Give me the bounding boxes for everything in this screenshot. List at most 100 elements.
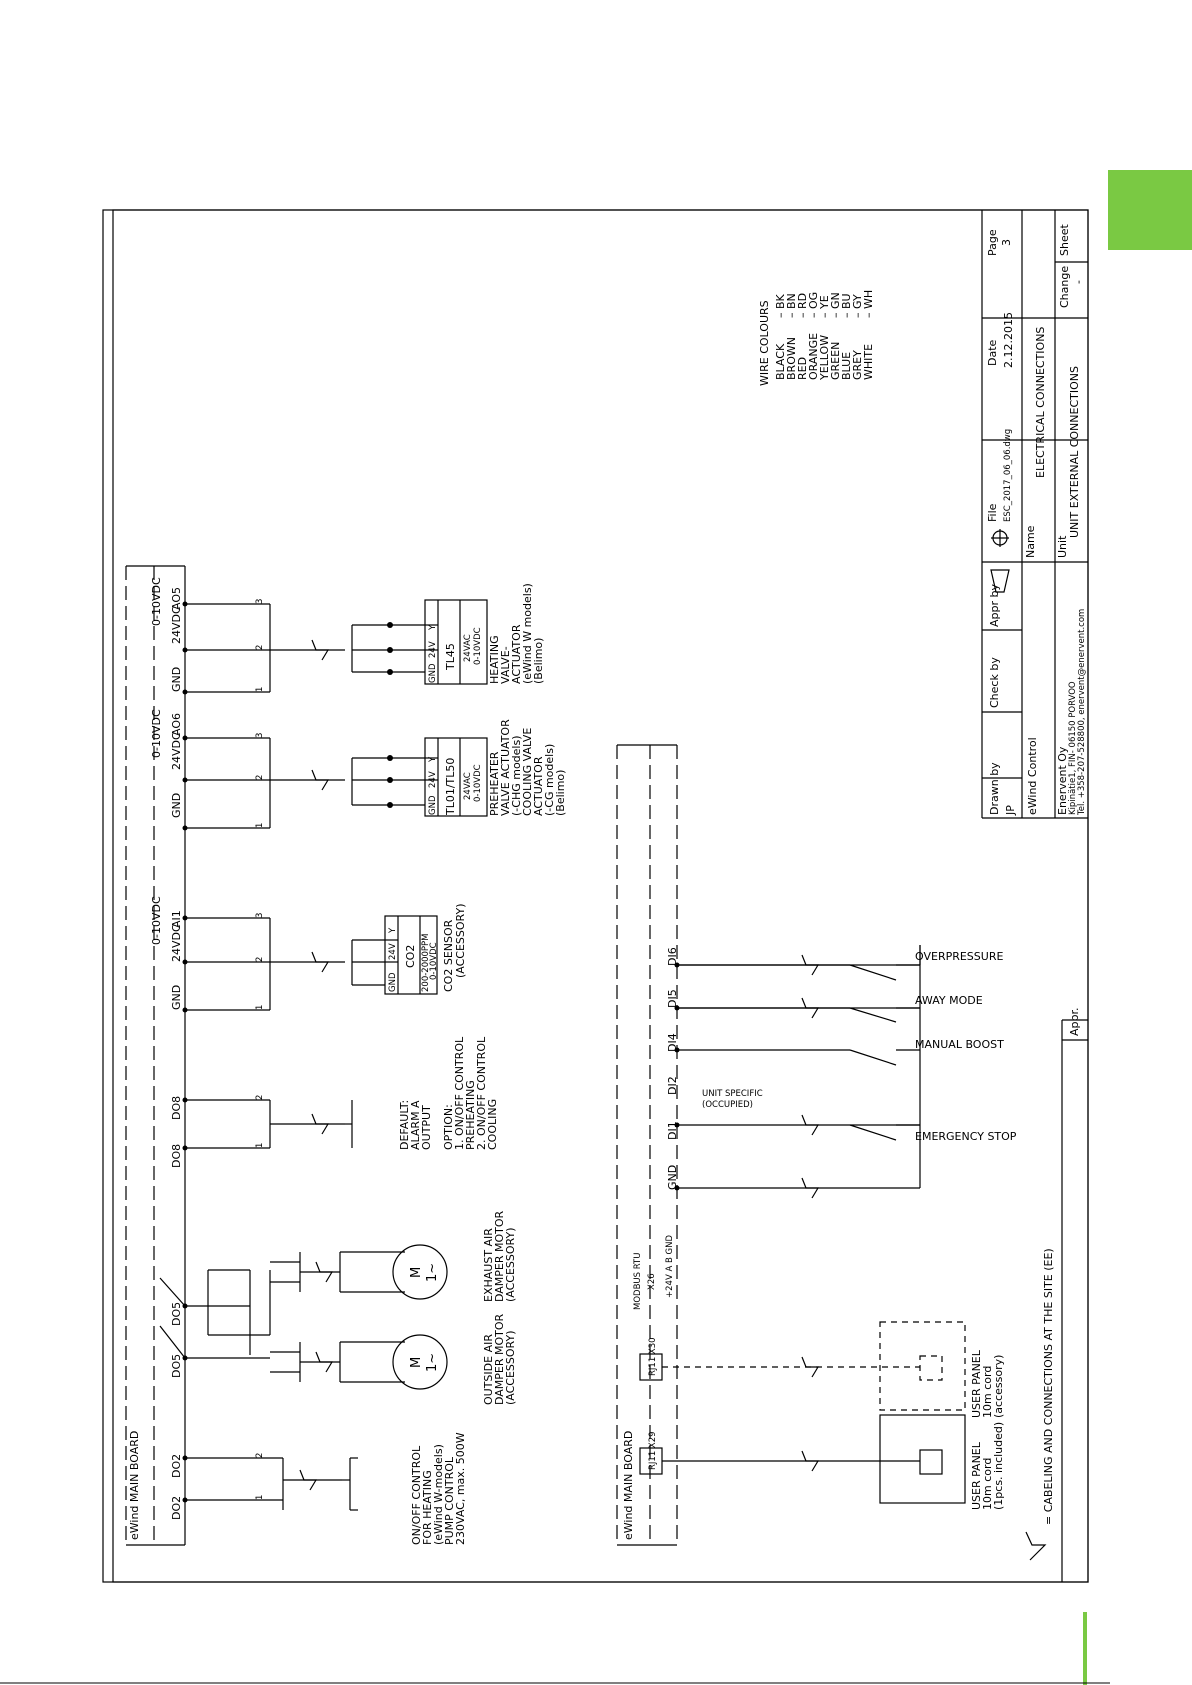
actuator-pin-label: GND xyxy=(428,795,438,815)
check-by-label: Check by xyxy=(988,657,1001,708)
onoff-caption: 230VAC, max. 500W xyxy=(454,1432,467,1545)
wire-colour-code: – WH xyxy=(862,290,875,318)
unit-specific-label: UNIT SPECIFIC xyxy=(702,1089,763,1099)
co2-pin-label: GND xyxy=(388,972,398,992)
wire-number: 2 xyxy=(255,1453,265,1458)
actuator-signal: 0-10VDC xyxy=(473,764,483,802)
heating-caption: (Belimo) xyxy=(532,638,545,684)
do8-option-caption: 2. ON/OFF CONTROL xyxy=(475,1036,488,1150)
onoff-caption: PUMP CONTROL xyxy=(443,1456,456,1545)
heating-caption: ACTUATOR xyxy=(510,624,523,684)
terminal-label: GND xyxy=(170,667,183,692)
appr-label: Appr. xyxy=(1068,1008,1081,1037)
wire-colours-legend: WIRE COLOURS BLACK BROWN RED ORANGE YELL… xyxy=(758,290,875,386)
wire-colour-name: BLACK xyxy=(774,343,787,380)
motor-phase-label: 1~ xyxy=(425,1263,440,1282)
wire-colour-code: – BU xyxy=(840,293,853,318)
wire-colour-code: – GY xyxy=(851,294,864,318)
actuator-pin-label: GND xyxy=(428,663,438,683)
lower-terminal-label: GND xyxy=(666,1165,679,1190)
user-panel-1-caption: (1pcs. included) xyxy=(992,1422,1005,1510)
preheat-caption: (-CG models) xyxy=(543,744,556,816)
wire-colour-code: – OG xyxy=(807,292,820,318)
preheat-caption: ACTUATOR xyxy=(532,756,545,816)
page-label: Page xyxy=(986,229,999,256)
exhaust-damper-caption: EXHAUST AIR xyxy=(482,1228,495,1302)
date-label: Date xyxy=(986,339,999,366)
terminal-label: 0-10VDC xyxy=(150,709,163,758)
unit-value: UNIT EXTERNAL CONNECTIONS xyxy=(1068,366,1081,538)
user-panel-2-caption: USER PANEL xyxy=(970,1349,983,1418)
do8-option-caption: OPTION: xyxy=(442,1104,455,1150)
actuator-signal: 0-10VDC xyxy=(473,627,483,665)
drawn-by-label: Drawn by xyxy=(988,762,1001,815)
terminal-label: DO8 xyxy=(170,1144,183,1168)
terminal-label: DO2 xyxy=(170,1454,183,1478)
company-name: Enervent Oy xyxy=(1056,746,1069,815)
actuator-name: TL01/TL50 xyxy=(444,758,457,816)
side-tab xyxy=(1108,170,1192,250)
terminal-label: 24VDC xyxy=(170,924,183,962)
wire-number: 1 xyxy=(255,1495,265,1500)
actuator-pin-label: Y xyxy=(428,624,438,631)
upper-wiring xyxy=(159,599,488,1511)
motor-label: M xyxy=(409,1267,424,1278)
motor-phase-label: 1~ xyxy=(425,1353,440,1372)
preheat-caption: PREHEATER xyxy=(488,751,501,816)
lower-terminal-label: DI2 xyxy=(666,1076,679,1095)
file-label: File xyxy=(986,503,999,522)
lower-terminal-label: DI4 xyxy=(666,1033,679,1052)
user-panel-1-caption: 10m cord xyxy=(981,1458,994,1510)
terminal-label: DO5 xyxy=(170,1354,183,1378)
wire-colour-name: GREY xyxy=(851,350,864,380)
exhaust-damper-caption: (ACCESSORY) xyxy=(504,1227,517,1302)
outside-damper-caption: OUTSIDE AIR xyxy=(482,1334,495,1405)
page-value: 3 xyxy=(1000,239,1013,246)
onoff-caption: FOR HEATING xyxy=(421,1470,434,1545)
unit-label: Unit xyxy=(1056,535,1069,558)
switch-label-manual-boost: MANUAL BOOST xyxy=(915,1038,1004,1051)
outside-damper-caption: (ACCESSORY) xyxy=(504,1330,517,1405)
co2-pin-label: 24V xyxy=(388,943,398,960)
file-value: ESC_2017_06_06.dwg xyxy=(1003,429,1013,522)
change-value: - xyxy=(1072,280,1085,284)
date-value: 2.12.2015 xyxy=(1002,312,1015,368)
wire-number: 2 xyxy=(255,1095,265,1100)
terminal-label: DO2 xyxy=(170,1496,183,1520)
wire-number: 1 xyxy=(255,1005,265,1010)
connector-label: RJ11 X30 xyxy=(648,1337,658,1376)
wire-colour-name: RED xyxy=(796,357,809,380)
heating-caption: HEATING xyxy=(488,635,501,684)
actuator-pin-label: Y xyxy=(428,756,438,763)
actuator-supply: 24VAC xyxy=(463,634,473,662)
actuator-pin-label: 24V xyxy=(428,641,438,658)
page-marker-bar xyxy=(1083,1612,1087,1685)
terminal-label: DO8 xyxy=(170,1096,183,1120)
onoff-caption: (eWind W-models) xyxy=(432,1444,445,1545)
wire-number: 3 xyxy=(255,599,265,604)
change-label: Change xyxy=(1058,266,1071,308)
legend-text: = CABELING AND CONNECTIONS AT THE SITE (… xyxy=(1042,1248,1055,1525)
co2-signal: 0-10VDC xyxy=(429,942,439,980)
project-name: eWind Control xyxy=(1026,737,1039,815)
do8-default-caption: DEFAULT: xyxy=(398,1100,411,1150)
sheet-label: Sheet xyxy=(1058,224,1071,256)
wire-number: 3 xyxy=(255,733,265,738)
terminal-label: DO5 xyxy=(170,1302,183,1326)
wire-colour-code: – GN xyxy=(829,292,842,318)
preheat-caption: COOLING VALVE xyxy=(521,728,534,816)
terminal-label: AO6 xyxy=(170,713,183,736)
lower-board-label: eWind MAIN BOARD xyxy=(622,1431,635,1540)
preheat-caption: (-CHG models) xyxy=(510,735,523,816)
wire-colour-name: BLUE xyxy=(840,352,853,380)
lower-terminal-label: DI1 xyxy=(666,1121,679,1140)
wire-number: 2 xyxy=(255,957,265,962)
do8-option-caption: COOLING xyxy=(486,1099,499,1150)
wire-colour-code: – YE xyxy=(818,295,831,318)
title-block xyxy=(981,210,1088,1582)
co2-caption: CO2 SENSOR xyxy=(442,919,455,992)
site-cabling-symbol xyxy=(1025,1531,1047,1561)
modbus-pins: +24V A B GND xyxy=(665,1235,675,1298)
terminal-label: 24VDC xyxy=(170,606,183,644)
upper-board-label: eWind MAIN BOARD xyxy=(128,1431,141,1540)
